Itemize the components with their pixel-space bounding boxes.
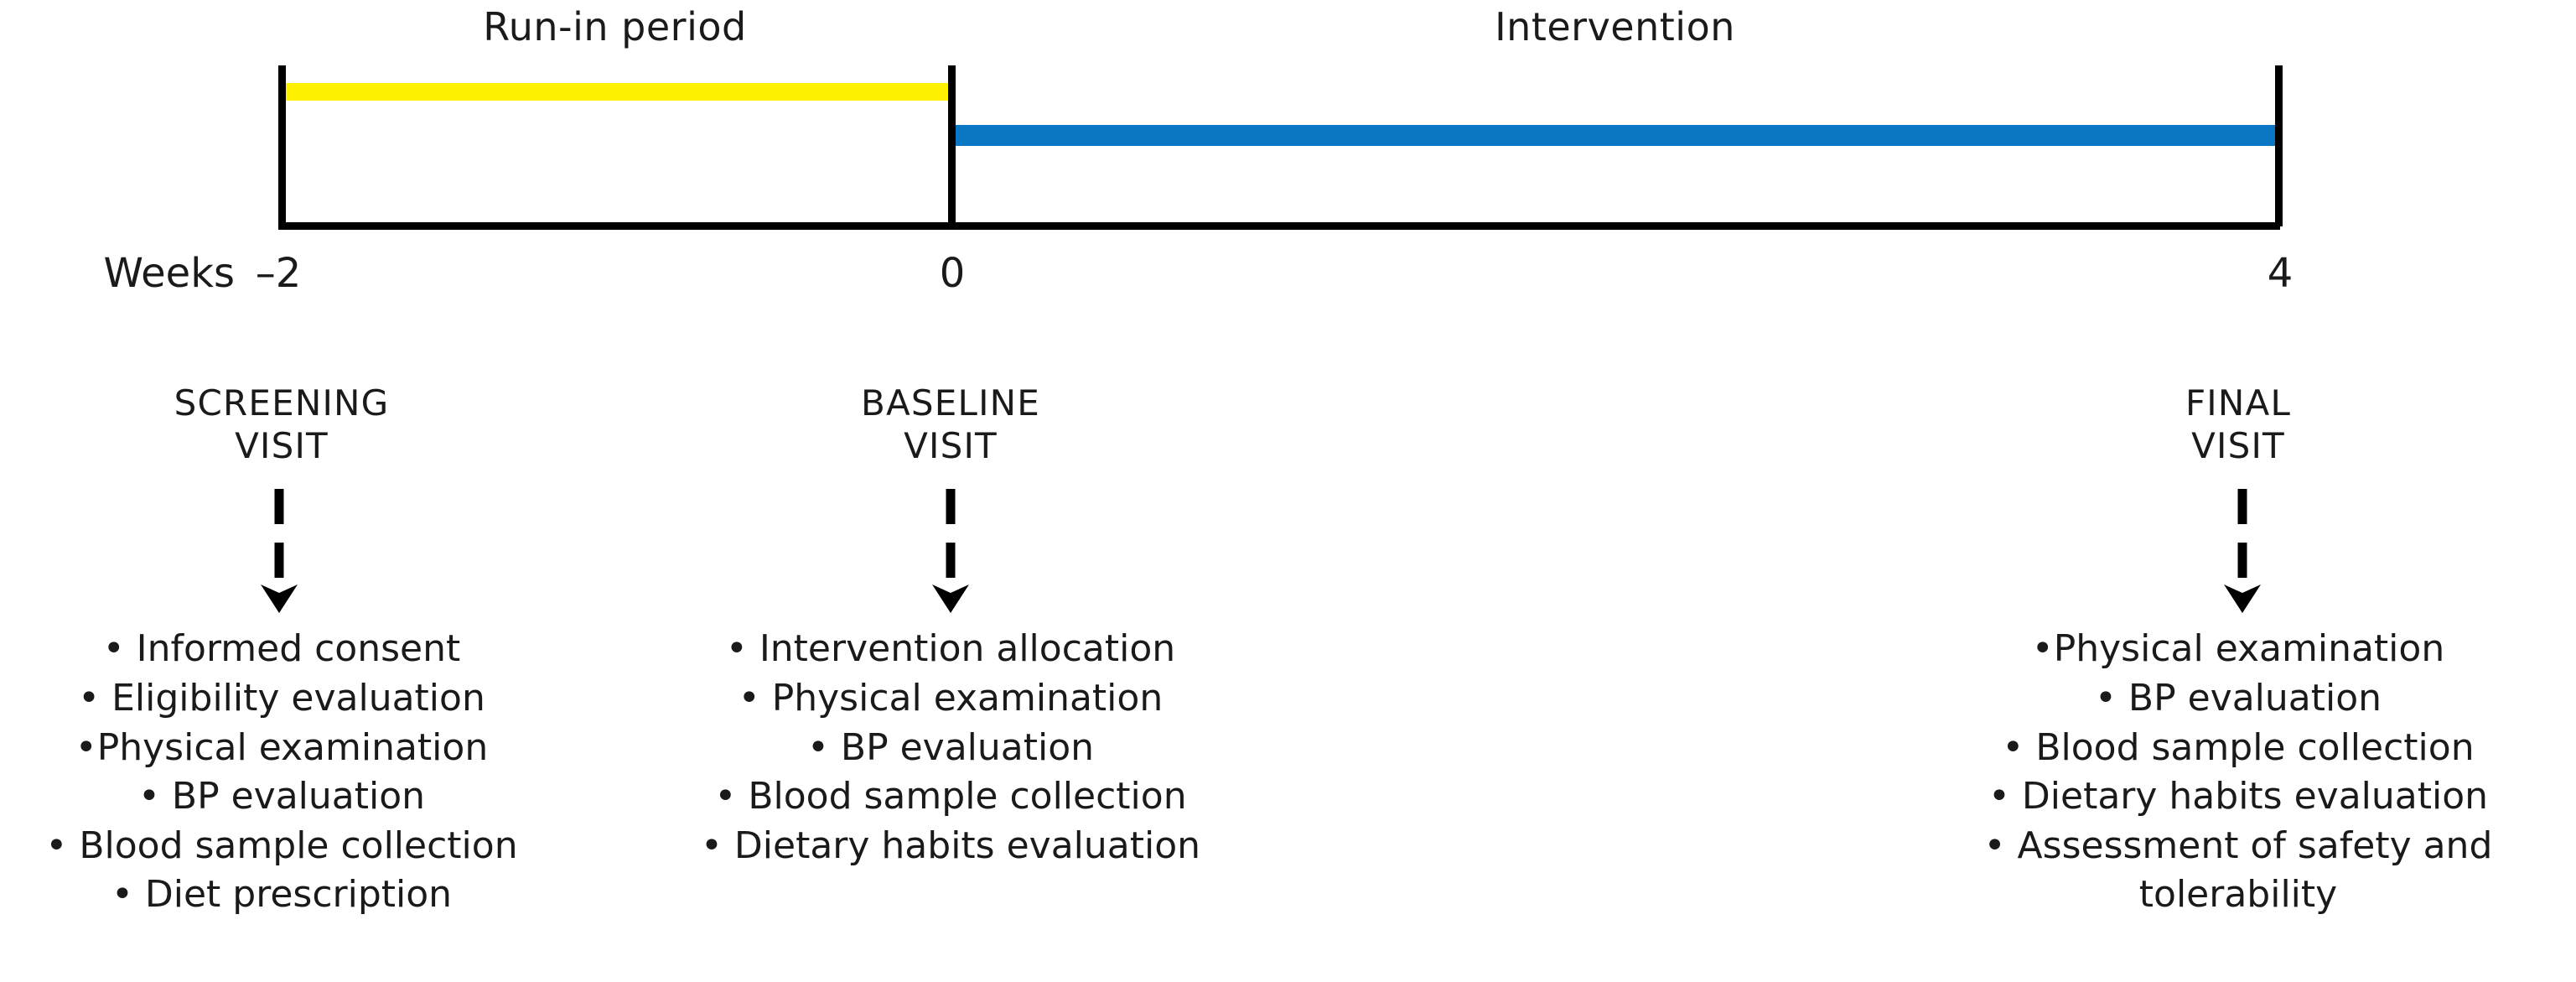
- axis-tick-week-4: [2275, 65, 2283, 226]
- visit-title-final: FINAL VISIT: [2185, 382, 2292, 467]
- visit-column-baseline: BASELINE VISIT • Intervention allocation…: [637, 382, 1264, 870]
- axis-tick-label-week-4: 4: [2267, 250, 2294, 297]
- visit-task-list-baseline: • Intervention allocation • Physical exa…: [637, 625, 1264, 870]
- phase-bar-run-in: [282, 83, 951, 101]
- list-item: • Blood sample collection: [714, 775, 1187, 818]
- phase-bar-intervention: [952, 125, 2278, 146]
- axis-tick-label-week-minus-2: –2: [255, 250, 302, 297]
- dashed-down-arrow-icon-final: [1911, 486, 2573, 620]
- list-item: •Physical examination: [2031, 627, 2445, 671]
- axis-tick-week-0: [948, 65, 956, 226]
- list-item: • Diet prescription: [111, 873, 453, 917]
- axis-tick-label-week-0: 0: [939, 250, 966, 297]
- dashed-down-arrow-icon-screening: [0, 486, 563, 620]
- visit-task-list-final: •Physical examination • BP evaluation • …: [1903, 625, 2573, 919]
- list-item: • Physical examination: [738, 676, 1164, 720]
- visit-title-screening: SCREENING VISIT: [174, 382, 390, 467]
- visit-column-screening: SCREENING VISIT • Informed consent • Eli…: [0, 382, 563, 920]
- phase-label-intervention: Intervention: [1495, 4, 1735, 49]
- list-item: • Blood sample collection: [45, 824, 518, 867]
- visit-task-list-screening: • Informed consent • Eligibility evaluat…: [0, 625, 563, 919]
- list-item: • Dietary habits evaluation: [700, 824, 1201, 867]
- list-item: • BP evaluation: [137, 775, 426, 818]
- axis-tick-week-minus-2: [278, 65, 286, 226]
- list-item: • Assessment of safety and tolerability: [1983, 824, 2493, 917]
- timeline-axis-line: [278, 222, 2280, 230]
- list-item: • BP evaluation: [2094, 676, 2382, 720]
- list-item: • Dietary habits evaluation: [1988, 775, 2489, 818]
- list-item: • Blood sample collection: [2002, 725, 2475, 769]
- list-item: • Intervention allocation: [725, 627, 1176, 671]
- phase-label-run-in: Run-in period: [483, 4, 747, 49]
- visit-title-baseline: BASELINE VISIT: [860, 382, 1041, 467]
- list-item: • BP evaluation: [806, 725, 1095, 769]
- list-item: •Physical examination: [75, 725, 489, 769]
- list-item: • Informed consent: [102, 627, 461, 671]
- list-item: • Eligibility evaluation: [78, 676, 485, 720]
- axis-caption-weeks: Weeks: [103, 250, 235, 297]
- dashed-down-arrow-icon-baseline: [637, 486, 1264, 620]
- visit-column-final: FINAL VISIT •Physical examination • BP e…: [1903, 382, 2573, 920]
